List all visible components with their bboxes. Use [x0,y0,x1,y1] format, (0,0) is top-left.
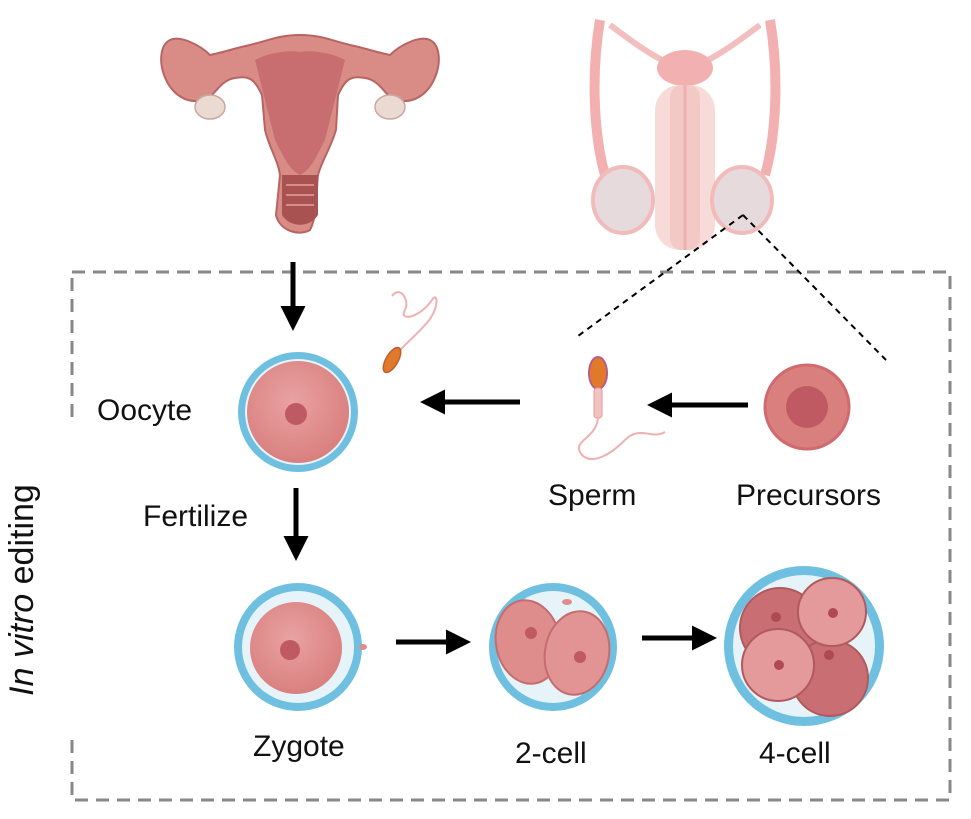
sperm-label: Sperm [548,479,637,512]
precursors-label: Precursors [736,479,882,512]
zoom-line-left [577,214,744,337]
fertilizing-sperm-icon [382,291,438,374]
two-cell-label: 2-cell [515,737,587,770]
fertilize-label: Fertilize [143,500,249,533]
editing-text: editing [3,484,41,594]
oocyte-label: Oocyte [97,394,193,427]
zygote-label: Zygote [253,730,345,763]
four-cell-embryo [724,566,884,726]
zygote-cell [234,583,367,711]
in-vitro-editing-label: In vitro editing [2,440,42,740]
two-cell-embryo [489,583,617,711]
oocyte-cell [238,352,358,472]
female-reproductive-icon [160,33,440,234]
zoom-line-right [742,214,887,361]
in-vitro-text: In vitro [3,593,41,696]
four-cell-label: 4-cell [759,737,831,770]
sperm-cell-icon [577,356,666,460]
male-reproductive-icon [589,19,781,250]
precursor-cell [763,363,851,451]
